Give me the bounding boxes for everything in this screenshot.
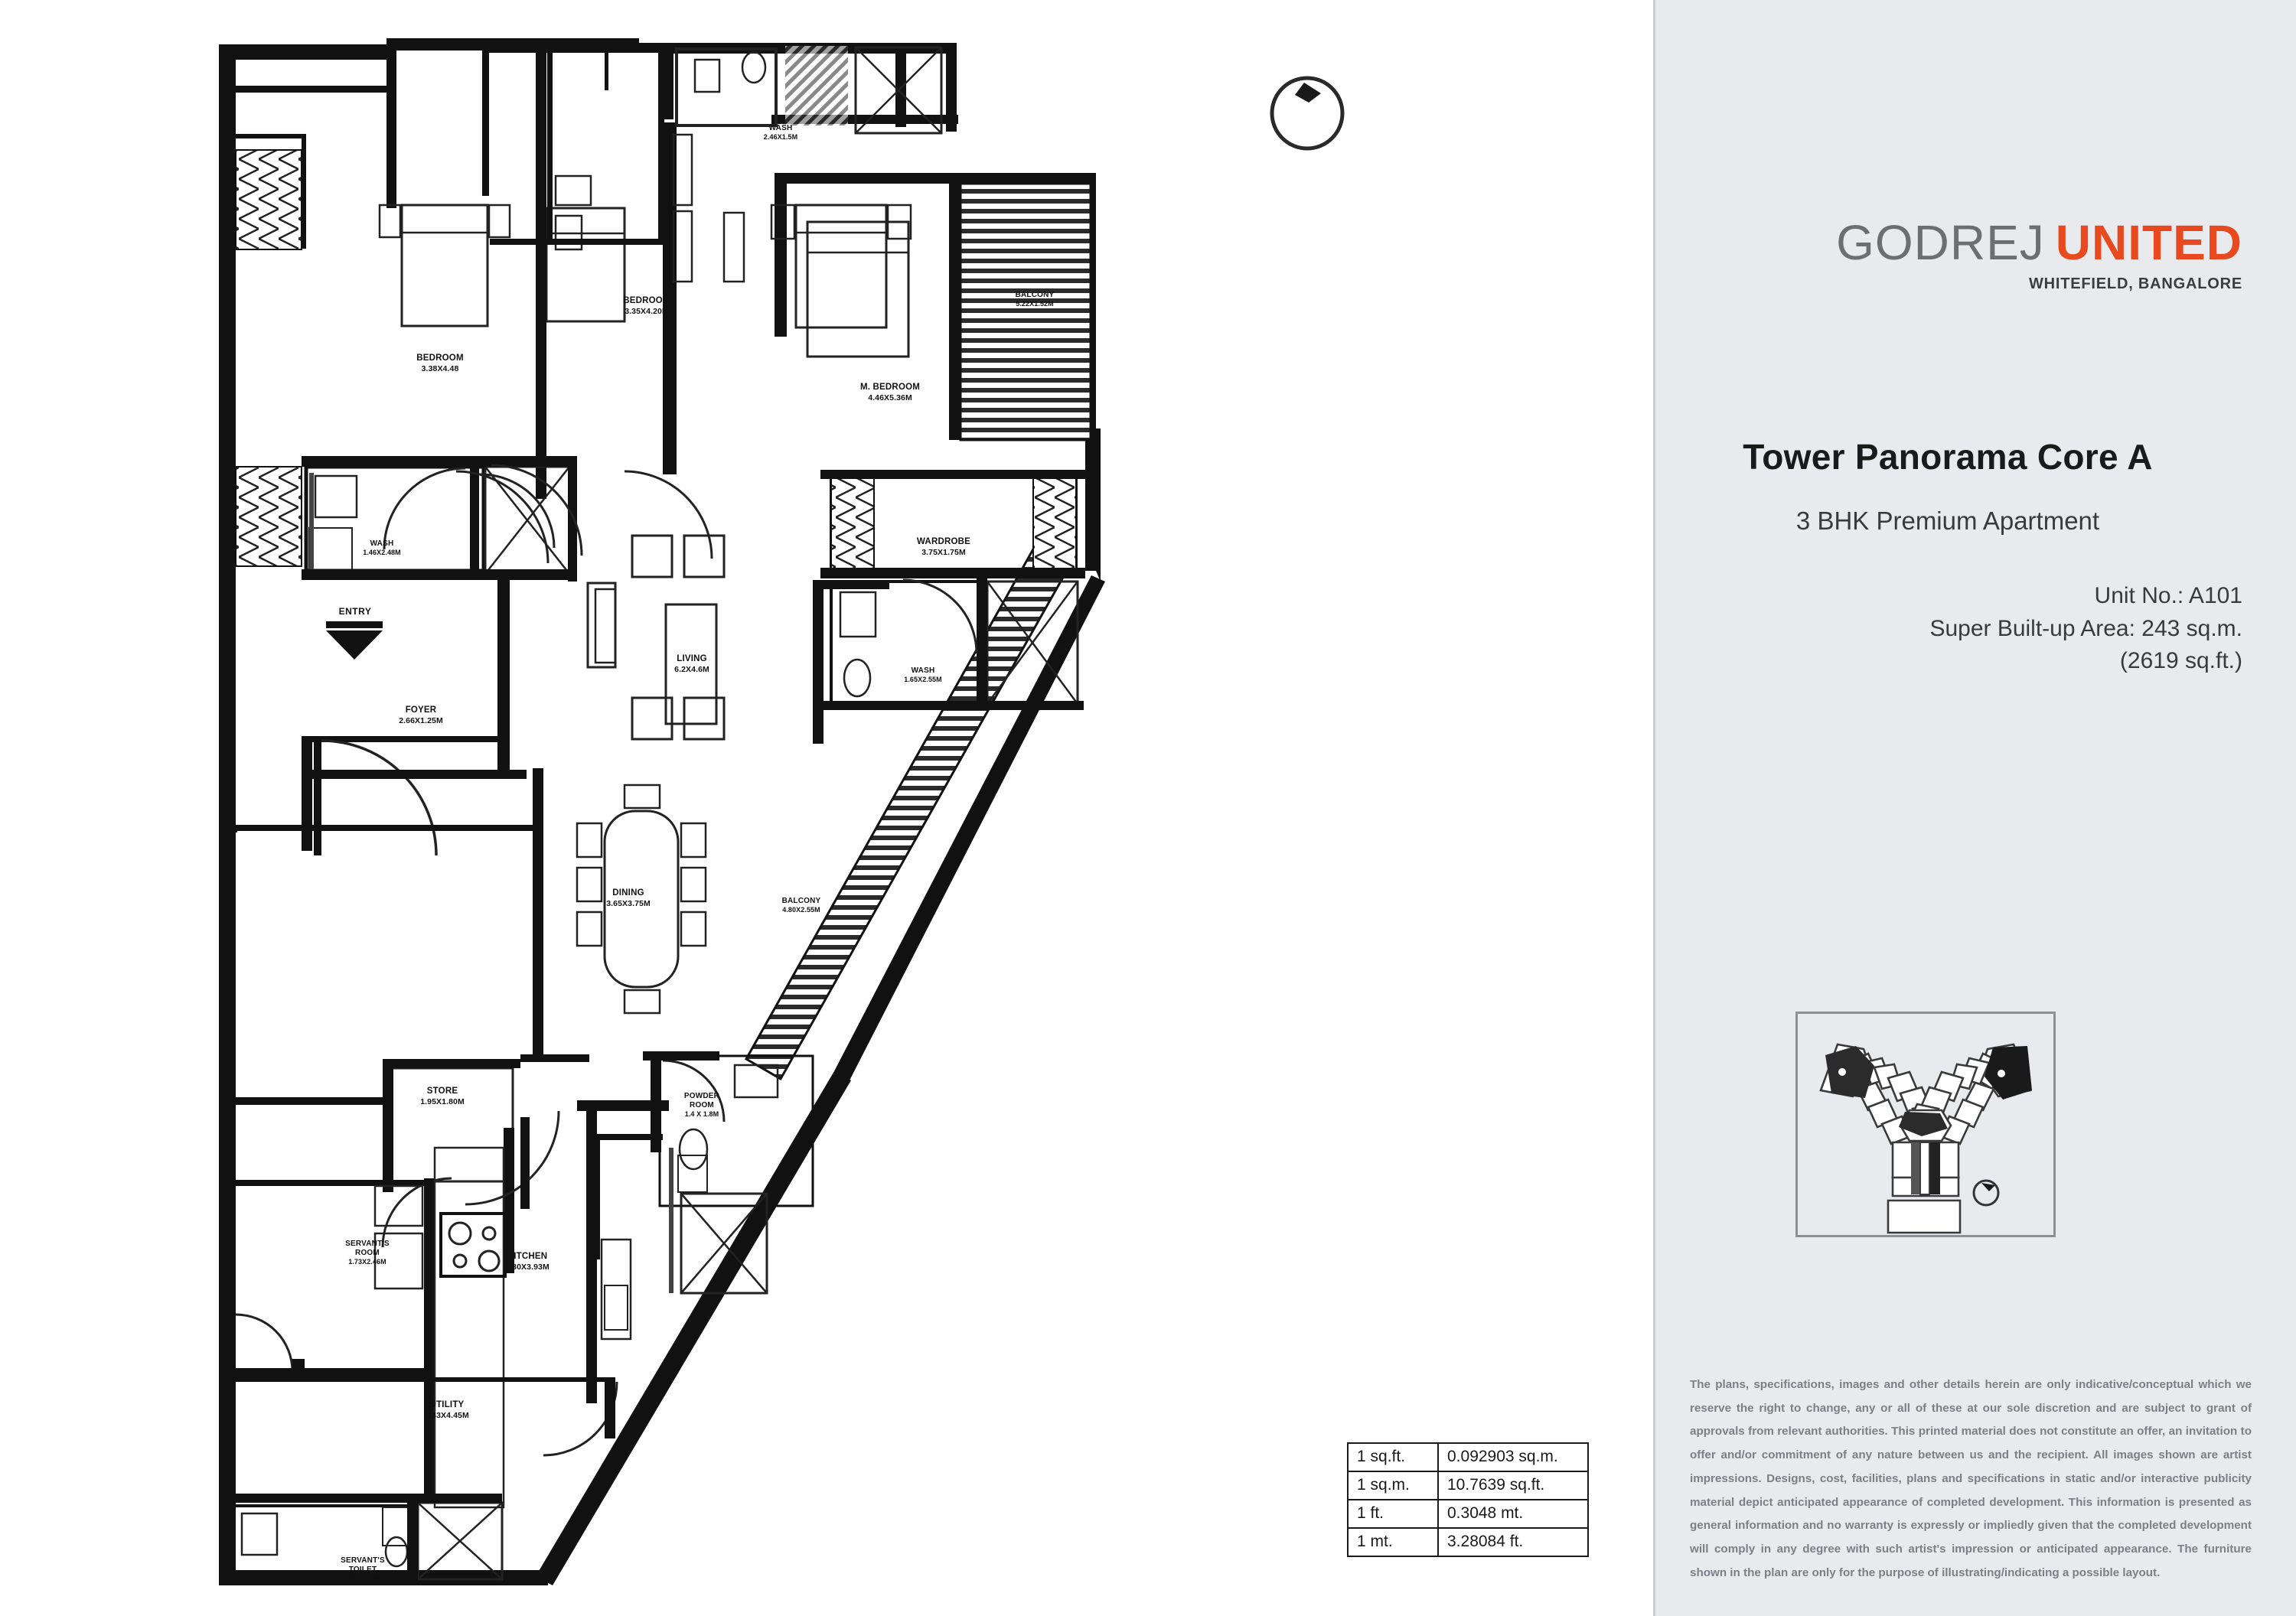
room-name: BALCONY bbox=[1015, 291, 1055, 299]
super-builtup-metric: Super Built-up Area: 243 sq.m. bbox=[1929, 615, 2242, 641]
conversion-to: 0.3048 mt. bbox=[1437, 1499, 1589, 1529]
conversion-from: 1 sq.m. bbox=[1347, 1471, 1439, 1500]
room-dimensions: 1.95X1.80M bbox=[420, 1096, 465, 1106]
room-dimensions: 2.46X1.5M bbox=[763, 132, 798, 141]
table-row: 1 ft.0.3048 mt. bbox=[1347, 1499, 1589, 1529]
conversion-to: 0.092903 sq.m. bbox=[1437, 1442, 1589, 1472]
room-name: WASH bbox=[370, 539, 394, 548]
room-name: KITCHEN bbox=[507, 1252, 548, 1261]
unit-conversion-table: 1 sq.ft.0.092903 sq.m.1 sq.m.10.7639 sq.… bbox=[1347, 1442, 1589, 1557]
room-dimensions: 3.65X3.75M bbox=[606, 898, 651, 908]
key-plan-diagram bbox=[1819, 1043, 2032, 1234]
room-dimensions: 3.75X1.75M bbox=[921, 547, 966, 557]
conversion-from: 1 sq.ft. bbox=[1347, 1442, 1439, 1472]
table-row: 1 sq.m.10.7639 sq.ft. bbox=[1347, 1471, 1589, 1500]
room-dimensions: 2.66X1.25M bbox=[399, 715, 443, 725]
room-dimensions: 4.46X5.36M bbox=[868, 393, 912, 402]
room-dimensions: 1.73X2.46M bbox=[348, 1257, 386, 1266]
logo-united-text: UNITED bbox=[2055, 215, 2242, 270]
room-name: BEDROOM bbox=[416, 354, 464, 363]
table-row: 1 mt.3.28084 ft. bbox=[1347, 1527, 1589, 1557]
room-name: BALCONY bbox=[781, 897, 821, 905]
entry-label: ENTRY bbox=[338, 606, 372, 617]
room-dimensions: 1.46X2.48M bbox=[363, 548, 401, 556]
walls-layer bbox=[219, 38, 1105, 1585]
tower-title: Tower Panorama Core A bbox=[1743, 437, 2153, 477]
room-name: UTILITY bbox=[429, 1400, 465, 1409]
key-plan-box bbox=[1795, 1012, 2056, 1237]
apartment-type: 3 BHK Premium Apartment bbox=[1795, 507, 2100, 535]
table-row: 1 sq.ft.0.092903 sq.m. bbox=[1347, 1442, 1589, 1472]
unit-info-group: Unit No.: A101 Super Built-up Area: 243 … bbox=[1653, 580, 2242, 678]
room-dimensions: 3.38X4.48 bbox=[421, 363, 459, 373]
super-builtup-imperial: (2619 sq.ft.) bbox=[2119, 648, 2242, 674]
conversion-to: 10.7639 sq.ft. bbox=[1437, 1471, 1589, 1500]
logo-godrej-text: GODREJ bbox=[1836, 215, 2045, 270]
conversion-to: 3.28084 ft. bbox=[1437, 1527, 1589, 1557]
room-dimensions: 2.43X4.45M bbox=[425, 1410, 469, 1420]
room-dimensions: 3.30X3.93M bbox=[505, 1262, 550, 1272]
unit-number: Unit No.: A101 bbox=[2094, 583, 2242, 608]
room-dimensions: 1.4 X 1.8M bbox=[684, 1109, 719, 1118]
room-name: M. BEDROOM bbox=[859, 383, 921, 392]
floor-plan-vector bbox=[219, 38, 1105, 1585]
room-name: BEDROOM bbox=[623, 296, 670, 305]
room-name: WASH bbox=[911, 666, 935, 675]
room-name: LIVING bbox=[677, 654, 707, 663]
logo-tagline: WHITEFIELD, BANGALORE bbox=[2028, 275, 2242, 292]
room-dimensions: 4.80X2.55M bbox=[782, 905, 820, 914]
room-dimensions: 3.35X4.20M bbox=[625, 306, 669, 316]
room-dimensions: 5.22X1.52M bbox=[1016, 299, 1054, 308]
room-dimensions: 1.65X2.55M bbox=[904, 675, 942, 683]
room-dimensions: 1.65X1.22M bbox=[344, 1574, 382, 1582]
room-name: FOYER bbox=[405, 705, 437, 715]
conversion-from: 1 ft. bbox=[1347, 1499, 1439, 1529]
room-dimensions: 6.2X4.6M bbox=[674, 664, 709, 674]
north-arrow-compass-icon bbox=[1270, 76, 1345, 151]
room-name: STORE bbox=[426, 1087, 458, 1096]
room-name: DINING bbox=[612, 888, 644, 898]
conversion-from: 1 mt. bbox=[1347, 1527, 1439, 1557]
disclaimer-text: The plans, specifications, images and ot… bbox=[1690, 1378, 2252, 1579]
title-block: Tower Panorama Core A 3 BHK Premium Apar… bbox=[1653, 436, 2242, 678]
panel-divider bbox=[1653, 0, 1655, 1616]
room-name: WARDROBE bbox=[917, 537, 970, 546]
room-name: WASH bbox=[768, 124, 793, 132]
